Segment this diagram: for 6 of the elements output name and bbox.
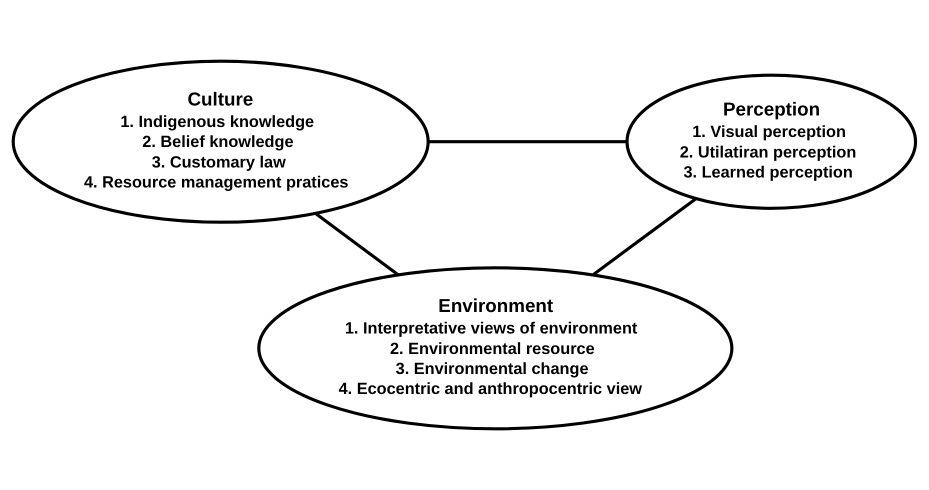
connector (315, 212, 399, 276)
connector (592, 197, 697, 276)
node-ellipse: Perception 1. Visual perception 2. Utilatiran perception 3. Learned perception (625, 74, 918, 210)
connector (428, 140, 627, 144)
node-ellipse: Environment 1. Interpretative views of environment 2. Environmental resource 3. Environmental change 4. Ecocentric and anthropocentric view (257, 266, 734, 430)
node-ellipse: Culture 1. Indigenous knowledge 2. Belief knowledge 3. Customary law 4. Resource management pratices (12, 60, 430, 224)
